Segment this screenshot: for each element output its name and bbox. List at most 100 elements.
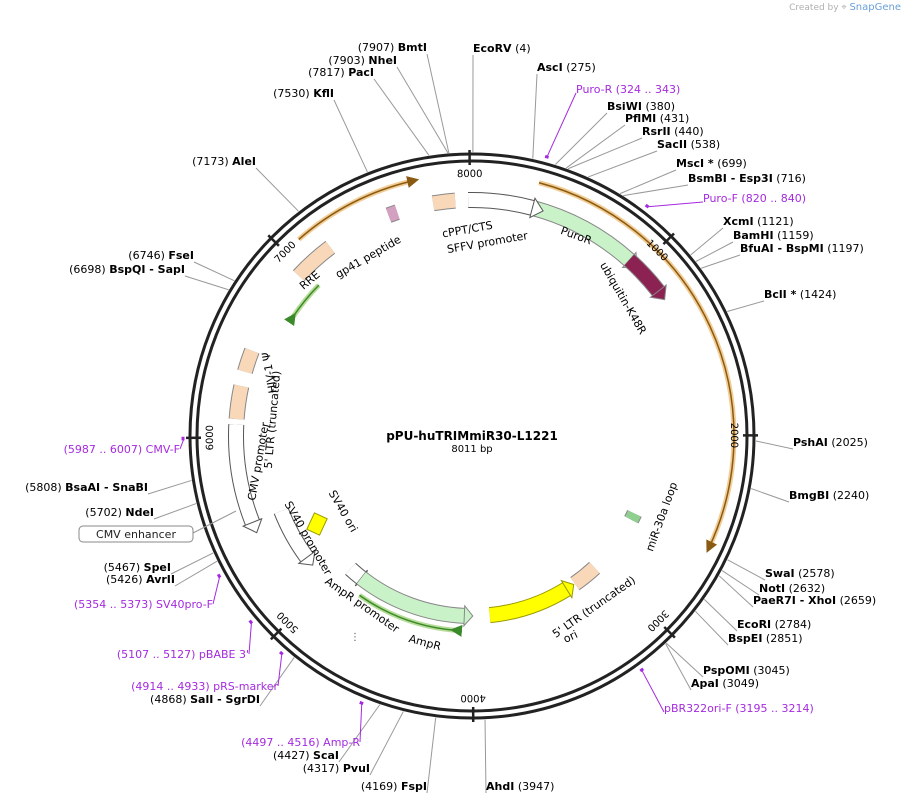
site-msci[interactable]: MscI * (699): [676, 157, 747, 170]
site-bspei[interactable]: BspEI (2851): [728, 632, 803, 645]
site-paer7i[interactable]: PaeR7I - XhoI (2659): [753, 594, 876, 607]
cmv-enhancer-box[interactable]: CMV enhancer: [78, 510, 237, 543]
site-line-nhei: [396, 66, 449, 154]
site-pspomi[interactable]: PspOMI (3045): [703, 664, 790, 677]
primer-line-pbr322ori-f: [640, 668, 665, 713]
feature-gp41-peptide[interactable]: [386, 205, 400, 222]
site-line-fspi: [426, 717, 437, 794]
site-line-fsei: [193, 261, 235, 282]
green-arc-left-line: [284, 284, 320, 327]
site-kfli[interactable]: (7530) KflI: [273, 87, 334, 100]
site-rsrii[interactable]: RsrII (440): [642, 125, 704, 138]
site-line-avrii: [174, 560, 218, 587]
primer-pbr322ori-f[interactable]: pBR322ori-F (3195 .. 3214): [664, 702, 814, 715]
primer-line-sv40pro-f: [212, 575, 221, 605]
site-line-noti: [721, 570, 760, 596]
site-paci[interactable]: (7817) PacI: [308, 66, 374, 79]
feature-sv40-promoter[interactable]: [274, 508, 313, 562]
site-line-ecori: [703, 598, 738, 632]
feature-sffv-promoter[interactable]: [467, 193, 535, 215]
site-bcli[interactable]: BclI * (1424): [764, 288, 836, 301]
primer-puro-r[interactable]: Puro-R (324 .. 343): [576, 83, 680, 96]
site-line-pflmi: [565, 124, 626, 169]
feature-ori-arrowhead: [560, 579, 575, 600]
site-ahdi[interactable]: AhdI (3947): [486, 780, 554, 793]
site-xcmi[interactable]: XcmI (1121): [723, 215, 794, 228]
site-line-swai: [727, 559, 766, 581]
feature-cmv-promoter-arrowhead: [241, 517, 263, 534]
tick-label-6000: 6000: [205, 425, 216, 451]
site-bsiwi[interactable]: BsiWI (380): [607, 100, 675, 113]
site-bsaai[interactable]: (5808) BsaAI - SnaBI: [25, 481, 148, 494]
site-apai[interactable]: ApaI (3049): [691, 677, 759, 690]
feature-cmv-promoter[interactable]: [229, 424, 259, 526]
primer-prs-marker[interactable]: (4914 .. 4933) pRS-marker: [131, 680, 278, 693]
site-line-ahdi: [484, 719, 487, 794]
primer-line-pbabe-3: [248, 621, 253, 655]
site-ecorv[interactable]: EcoRV (4): [473, 42, 531, 55]
site-pvui[interactable]: (4317) PvuI: [303, 762, 370, 775]
plasmid-length: 8011 bp: [451, 444, 492, 455]
feature-label-gp41-peptide: gp41 peptide: [333, 233, 403, 281]
site-bmti[interactable]: (7907) BmtI: [358, 41, 427, 54]
site-line-alei: [255, 167, 299, 212]
site-line-rsrii: [567, 137, 643, 170]
site-bamhi[interactable]: BamHI (1159): [733, 229, 814, 242]
site-line-scai: [338, 704, 381, 763]
site-asci[interactable]: AscI (275): [537, 61, 596, 74]
site-ndei[interactable]: (5702) NdeI: [85, 506, 154, 519]
green-arc-ampr-line: [359, 594, 463, 637]
feature-rre[interactable]: [293, 241, 335, 281]
feature-5-ltr-truncated[interactable]: [229, 384, 249, 420]
feature-cppt-cts[interactable]: [431, 193, 456, 211]
site-nhei[interactable]: (7903) NheI: [328, 54, 397, 67]
site-line-paci: [373, 78, 430, 156]
site-sacii[interactable]: SacII (538): [657, 138, 720, 151]
primer-mark-pbr322ori-f: [639, 667, 645, 673]
site-line-bamhi: [695, 241, 734, 262]
site-pshai[interactable]: PshAI (2025): [793, 436, 868, 449]
primer-cmv-f[interactable]: (5987 .. 6007) CMV-F: [64, 443, 180, 456]
site-noti[interactable]: NotI (2632): [759, 582, 825, 595]
site-bfuai[interactable]: BfuAI - BspMI (1197): [740, 242, 864, 255]
feature-label-sv40-ori: SV40 ori: [326, 488, 360, 535]
feature-ampr-promoter[interactable]: [345, 563, 366, 584]
site-bspqi[interactable]: (6698) BspQI - SapI: [69, 263, 185, 276]
tick-label-8000: 8000: [457, 169, 483, 180]
site-sali[interactable]: (4868) SalI - SgrDI: [150, 693, 260, 706]
site-line-spei: [170, 552, 214, 575]
site-bsmbi[interactable]: BsmBI - Esp3I (716): [688, 172, 806, 185]
site-ecori[interactable]: EcoRI (2784): [737, 618, 811, 631]
site-line-paer7i: [718, 575, 754, 608]
feature-sv40-ori[interactable]: [306, 512, 328, 536]
primer-amp-r[interactable]: (4497 .. 4516) Amp-R: [241, 736, 360, 749]
site-pflmi[interactable]: PflMI (431): [625, 112, 689, 125]
feature-5-ltr-truncated-2[interactable]: [570, 562, 600, 590]
feature-ori[interactable]: [488, 583, 571, 623]
site-line-ndei: [153, 503, 197, 520]
cmv-enhancer-label: CMV enhancer: [96, 528, 176, 541]
feature-hiv-1-psi[interactable]: [238, 348, 259, 374]
site-fsei[interactable]: (6746) FseI: [128, 249, 194, 262]
site-line-bfuai: [700, 254, 741, 269]
site-spei[interactable]: (5467) SpeI: [104, 561, 171, 574]
site-bmgbi[interactable]: BmgBI (2240): [789, 489, 869, 502]
snapgene-logo-icon: ⌖: [841, 3, 847, 13]
primer-line-prs-marker: [277, 652, 283, 687]
site-fspi[interactable]: (4169) FspI: [361, 780, 427, 793]
site-line-bmti: [426, 53, 450, 154]
site-swai[interactable]: SwaI (2578): [765, 567, 835, 580]
site-scai[interactable]: (4427) ScaI: [273, 749, 339, 762]
primer-sv40pro-f[interactable]: (5354 .. 5373) SV40pro-F: [74, 598, 213, 611]
feature-ubiquitin-k48r[interactable]: [624, 254, 664, 296]
site-avrii[interactable]: (5426) AvrII: [106, 573, 175, 586]
site-alei[interactable]: (7173) AleI: [192, 155, 256, 168]
primer-pbabe-3[interactable]: (5107 .. 5127) pBABE 3': [117, 648, 249, 661]
primer-puro-f[interactable]: Puro-F (820 .. 840): [703, 192, 806, 205]
feature-ampr[interactable]: [357, 572, 465, 623]
snapgene-brand: SnapGene: [849, 2, 901, 13]
feature-mir-30a-loop[interactable]: [625, 510, 641, 524]
site-line-pspomi: [665, 642, 704, 678]
site-line-bspei: [695, 610, 729, 646]
orange-arc-top-left-line: [298, 176, 420, 240]
